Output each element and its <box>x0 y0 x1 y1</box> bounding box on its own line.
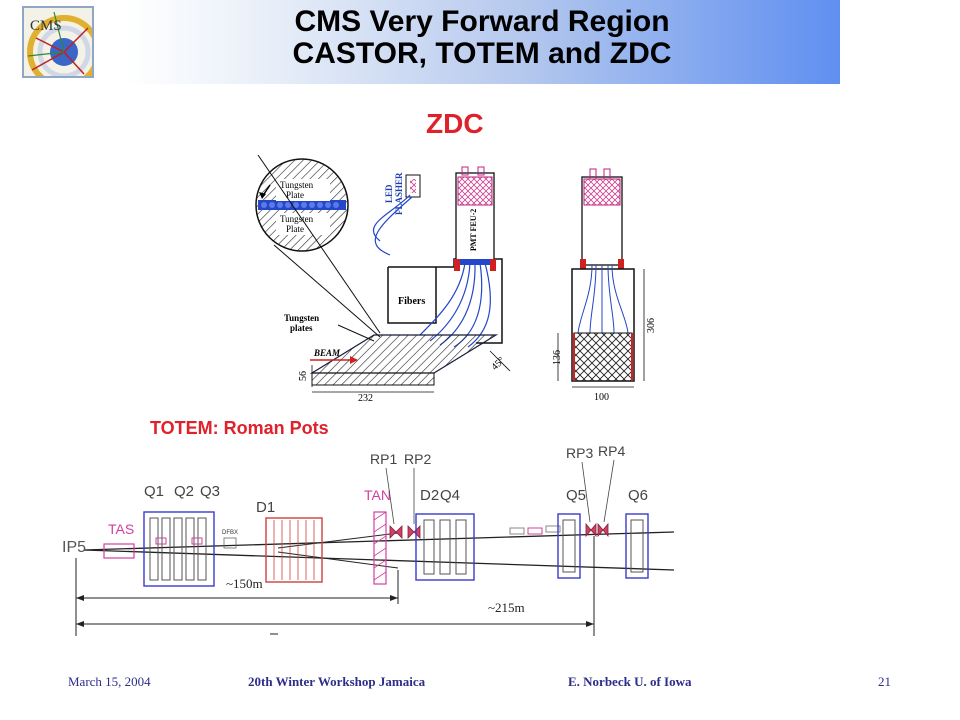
distance-215m-label: ~215m <box>488 600 525 615</box>
title-bar <box>124 0 840 84</box>
q6-label: Q6 <box>628 487 648 504</box>
footer-date: March 15, 2004 <box>68 674 151 689</box>
tungsten-plate-top-label: Tungsten <box>280 180 314 190</box>
rp4-label: RP4 <box>598 443 625 459</box>
beam-label: BEAM <box>313 348 341 358</box>
d1-label: D1 <box>256 499 275 516</box>
q1-label: Q1 <box>144 483 164 500</box>
tungsten-plate-bottom-label: Tungsten <box>280 214 314 224</box>
totem-beamline-drawing: IP5 TAS Q1 Q2 Q3 DFBX D1 TAN RP1 RP2 <box>62 443 675 636</box>
q5-magnet <box>557 513 581 579</box>
q5-label: Q5 <box>566 487 586 504</box>
q6-magnet <box>625 513 649 579</box>
rp2-label: RP2 <box>404 451 431 467</box>
roman-pot-rp1 <box>389 525 403 539</box>
fibers-label: Fibers <box>398 296 425 307</box>
d2-label: D2 <box>420 487 439 504</box>
cms-logo-graphic: CMS <box>24 8 92 76</box>
angle-label: 45° <box>490 355 508 373</box>
roman-pot-rp3 <box>585 522 597 538</box>
q4-label: Q4 <box>440 487 460 504</box>
roman-pot-rp2 <box>407 525 421 539</box>
slide-title-line2: CASTOR, TOTEM and ZDC <box>292 37 672 70</box>
q2-label: Q2 <box>174 483 194 500</box>
d1-magnet <box>265 517 323 583</box>
dim-136-label: 136 <box>552 350 563 365</box>
roman-pot-rp4 <box>597 522 609 538</box>
led-flasher-label: LEDFLASHER <box>384 172 404 215</box>
totem-heading: TOTEM: Roman Pots <box>150 418 329 438</box>
svg-text:Tungsten Plate: Tungsten Plate <box>280 214 315 234</box>
svg-text:Tungsten Plate: Tungsten Plate <box>280 180 315 200</box>
tungsten-plate-detail: Tungsten Plate Tungsten Plate <box>255 158 349 252</box>
distance-150m-label: ~150m <box>226 576 263 591</box>
cms-logo: CMS <box>22 6 94 78</box>
footer-event: 20th Winter Workshop Jamaica <box>248 674 426 689</box>
q3-label: Q3 <box>200 483 220 500</box>
cms-logo-text: CMS <box>30 18 62 34</box>
footer-page-number: 21 <box>878 674 891 689</box>
slide-title-line1: CMS Very Forward Region <box>294 5 670 38</box>
footer-author: E. Norbeck U. of Iowa <box>568 674 692 689</box>
zdc-heading: ZDC <box>426 108 484 139</box>
ip5-label: IP5 <box>62 539 86 556</box>
tas-block <box>103 543 135 559</box>
rp1-label: RP1 <box>370 451 397 467</box>
dfbx-label: DFBX <box>222 530 238 536</box>
rp3-label: RP3 <box>566 445 593 461</box>
zdc-drawing: Tungsten Plate Tungsten Plate PMT FEU-2 … <box>255 155 657 404</box>
dim-306-label: 306 <box>646 318 657 333</box>
zdc-side-view: 100 136 306 <box>552 168 657 403</box>
dim-232-label: 232 <box>358 393 373 404</box>
tas-label: TAS <box>108 521 134 537</box>
q1-q3-group <box>143 511 215 587</box>
tan-label: TAN <box>364 487 391 503</box>
d2-q4-group <box>415 513 475 581</box>
pmt-label: PMT FEU-2 <box>469 209 478 251</box>
dim-56-label: 56 <box>298 371 309 381</box>
dim-100-label: 100 <box>594 392 609 403</box>
